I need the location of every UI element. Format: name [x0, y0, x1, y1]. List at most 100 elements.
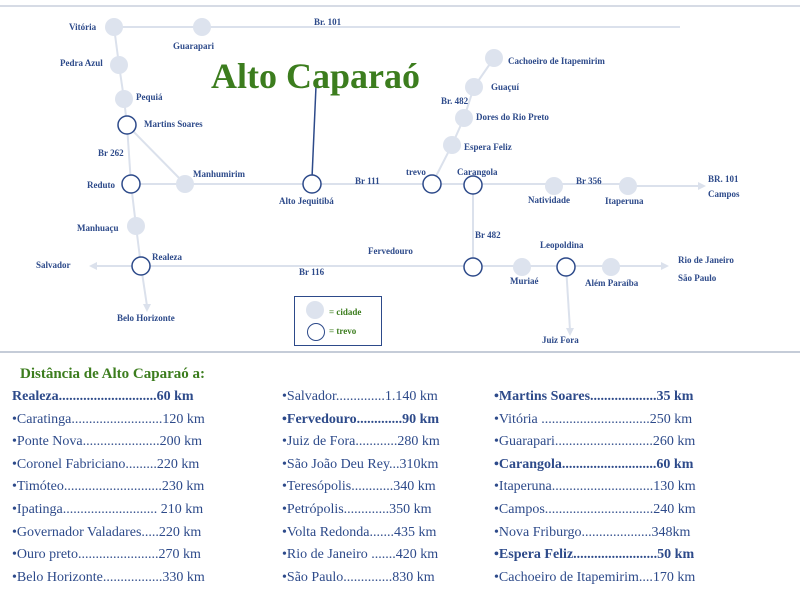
city-dot-alem-paraiba: [602, 258, 620, 276]
distance-item: •Governador Valadares.....220 km: [12, 524, 202, 540]
city-dot-espera-feliz: [443, 136, 461, 154]
trevo-leopoldina: [556, 257, 576, 277]
distance-item: •Itaperuna.............................1…: [494, 479, 696, 495]
town-label-reduto: Reduto: [87, 180, 116, 190]
map-title: Alto Caparaó: [211, 56, 420, 96]
trevo-carangola: [463, 175, 483, 195]
town-label-salvador: Salvador: [36, 260, 71, 270]
trevo-realeza: [131, 256, 151, 276]
road-label-br482-bottom: Br 482: [475, 230, 501, 240]
town-label-natividade: Natividade: [528, 195, 571, 205]
city-dot-guarapari: [193, 18, 211, 36]
town-label-pedra-azul: Pedra Azul: [60, 58, 103, 68]
town-label-guarapari: Guarapari: [173, 41, 215, 51]
distance-item: Realeza............................60 km: [12, 389, 194, 404]
city-dot-muriae: [513, 258, 531, 276]
city-dot-vitoria: [105, 18, 123, 36]
city-dot-dores-rio-preto: [455, 109, 473, 127]
town-label-fervedouro: Fervedouro: [368, 246, 413, 256]
distance-item: •São João Deu Rey...310km: [282, 456, 439, 472]
town-label-realeza: Realeza: [152, 252, 182, 262]
town-label-trevo: trevo: [406, 167, 426, 177]
legend-cidade-label: = cidade: [329, 307, 362, 317]
distance-item: •Ipatinga........................... 210…: [12, 501, 204, 517]
road-label-br111: Br 111: [355, 176, 380, 186]
distances-title: Distância de Alto Caparaó a:: [20, 366, 205, 382]
distance-item: •Ponte Nova......................200 km: [12, 434, 203, 450]
distance-item: •Campos...............................24…: [494, 501, 696, 517]
legend-city-dot: [306, 301, 324, 319]
distance-item: •Petrópolis.............350 km: [282, 501, 432, 517]
distance-item: •Espera Feliz........................50 …: [494, 547, 695, 563]
city-dot-cachoeiro: [485, 49, 503, 67]
town-label-muriae: Muriaé: [510, 276, 539, 286]
road-arrows: [89, 182, 706, 336]
city-dots: [105, 18, 637, 276]
trevo-alto-jequitiba: [302, 174, 322, 194]
road-label-br356: Br 356: [576, 176, 602, 186]
trevo-reduto: [121, 174, 141, 194]
road-label-campos: Campos: [708, 189, 740, 199]
city-dot-pedra-azul: [110, 56, 128, 74]
trevo-trevo: [422, 174, 442, 194]
town-label-vitoria: Vitória: [69, 22, 97, 32]
distance-item: •Cachoeiro de Itapemirim....170 km: [494, 569, 696, 585]
town-label-pequia: Pequiá: [136, 92, 163, 102]
distance-item: •Ouro preto.......................270 km: [12, 547, 201, 563]
distance-item: •Fervedouro.............90 km: [282, 411, 440, 427]
distance-item: •Nova Friburgo....................348km: [494, 524, 691, 540]
town-label-juiz-fora: Juiz Fora: [542, 335, 579, 345]
road-label-br262: Br 262: [98, 148, 124, 158]
town-label-alem-paraiba: Além Paraíba: [585, 278, 639, 288]
town-label-cachoeiro: Cachoeiro de Itapemirim: [508, 56, 605, 66]
road-label-br101-campos: BR. 101: [708, 174, 739, 184]
distance-item: •Martins Soares...................35 km: [494, 389, 694, 404]
town-label-manhumirim: Manhumirim: [193, 169, 246, 179]
distance-item: •Salvador..............1.140 km: [282, 389, 438, 404]
town-label-itaperuna: Itaperuna: [605, 196, 644, 206]
distance-item: •Juiz de Fora............280 km: [282, 434, 440, 450]
city-dot-manhumirim: [176, 175, 194, 193]
distances-column-2: •Salvador..............1.140 km •Fervedou…: [282, 386, 440, 589]
town-label-belo-horizonte: Belo Horizonte: [117, 313, 175, 323]
town-label-sao-paulo: São Paulo: [678, 273, 717, 283]
legend-trevo-label: = trevo: [329, 326, 357, 336]
distance-item: •Teresópolis............340 km: [282, 479, 436, 495]
town-label-leopoldina: Leopoldina: [540, 240, 584, 250]
city-dot-natividade: [545, 177, 563, 195]
distances-column-1: Realeza............................60 km…: [12, 386, 205, 589]
road-label-br482-top: Br. 482: [441, 96, 469, 106]
map-legend: = cidade = trevo: [294, 296, 382, 346]
distance-item: •Volta Redonda.......435 km: [282, 524, 437, 540]
distance-item: •Timóteo............................230 …: [12, 479, 205, 495]
town-label-dores-rio-preto: Dores do Rio Preto: [476, 112, 549, 122]
town-label-manhuacu: Manhuaçu: [77, 223, 119, 233]
distance-item: •Carangola...........................60 …: [494, 456, 694, 472]
distances-column-3: •Martins Soares...................35 km •…: [494, 386, 696, 589]
road-label-br101: Br. 101: [314, 17, 342, 27]
trevo-br482: [463, 257, 483, 277]
distance-item: •São Paulo..............830 km: [282, 569, 435, 585]
distance-item: •Belo Horizonte.................330 km: [12, 569, 205, 585]
town-label-alto-jequitiba: Alto Jequitibá: [279, 196, 334, 206]
distance-item: •Coronel Fabriciano.........220 km: [12, 456, 200, 472]
distance-item: •Guarapari............................26…: [494, 434, 696, 450]
distance-item: •Caratinga..........................120 …: [12, 411, 205, 427]
trevo-rings: [117, 115, 576, 277]
trevo-martins-soares: [117, 115, 137, 135]
city-dot-pequia: [115, 90, 133, 108]
title-pointer-line: [311, 85, 317, 179]
town-label-rio-de-janeiro: Rio de Janeiro: [678, 255, 734, 265]
road-map: [0, 5, 800, 353]
distance-item: •Vitória ...............................…: [494, 411, 693, 427]
town-label-martins-soares: Martins Soares: [144, 119, 203, 129]
city-dot-itaperuna: [619, 177, 637, 195]
legend-trevo-ring: [307, 323, 325, 341]
town-label-carangola: Carangola: [457, 167, 498, 177]
town-label-espera-feliz: Espera Feliz: [464, 142, 512, 152]
road-label-br116: Br 116: [299, 267, 325, 277]
city-dot-guacui: [465, 78, 483, 96]
town-label-guacui: Guaçuí: [491, 82, 520, 92]
distance-item: •Rio de Janeiro .......420 km: [282, 547, 439, 563]
city-dot-manhuacu: [127, 217, 145, 235]
